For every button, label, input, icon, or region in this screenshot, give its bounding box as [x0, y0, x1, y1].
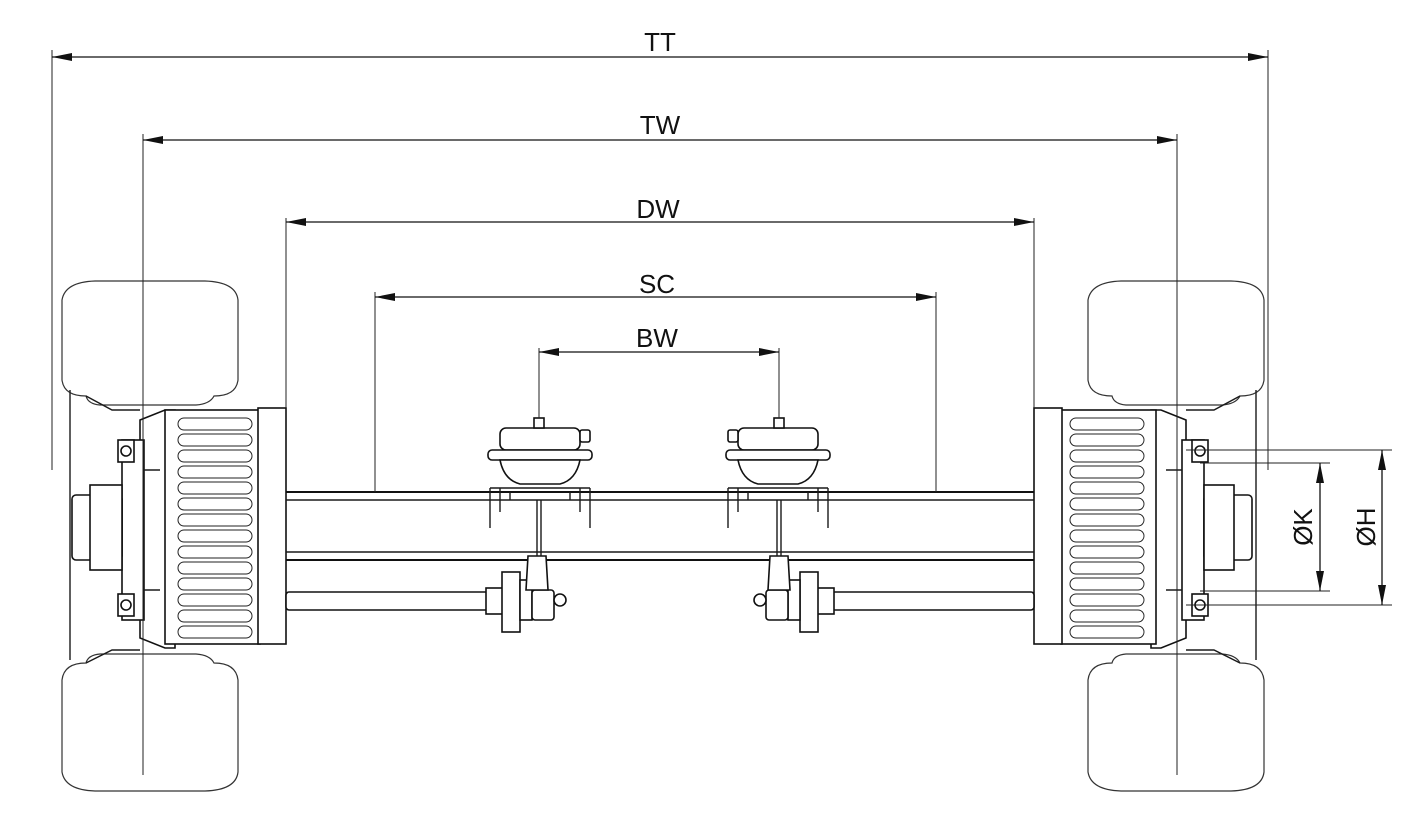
- dimension-tw: TW: [142, 110, 1178, 775]
- dimension-h: ØH: [1186, 449, 1392, 606]
- left-tire-lower: [61, 653, 239, 792]
- dim-label-dw: DW: [636, 194, 680, 224]
- left-brake-chamber: [487, 417, 593, 528]
- dim-label-sc: SC: [639, 269, 675, 299]
- left-brake-drum: [164, 407, 287, 645]
- right-brake-drum: [1033, 407, 1157, 645]
- right-wheel-rim: [1186, 390, 1257, 664]
- dimension-bw: BW: [538, 323, 780, 418]
- dimension-dw: DW: [285, 194, 1035, 408]
- right-tire-upper: [1087, 280, 1265, 406]
- dimension-tt: TT: [51, 27, 1269, 470]
- left-slack-adjuster: [501, 500, 567, 633]
- dim-label-h: ØH: [1351, 508, 1381, 547]
- axle-beam: [286, 491, 1034, 561]
- left-wheel-rim: [69, 390, 140, 664]
- dimension-k: ØK: [1200, 462, 1330, 592]
- dim-label-k: ØK: [1288, 508, 1318, 546]
- right-hub-assembly: [1150, 409, 1253, 649]
- dim-label-bw: BW: [636, 323, 678, 353]
- dim-label-tt: TT: [644, 27, 676, 57]
- right-camshaft: [813, 587, 1035, 615]
- dim-label-tw: TW: [640, 110, 681, 140]
- dimension-sc: SC: [374, 269, 937, 492]
- left-camshaft: [285, 587, 507, 615]
- right-tire-lower: [1087, 653, 1265, 792]
- right-slack-adjuster: [753, 500, 819, 633]
- left-tire-upper: [61, 280, 239, 406]
- left-hub-assembly: [71, 409, 176, 649]
- right-brake-chamber: [725, 417, 831, 528]
